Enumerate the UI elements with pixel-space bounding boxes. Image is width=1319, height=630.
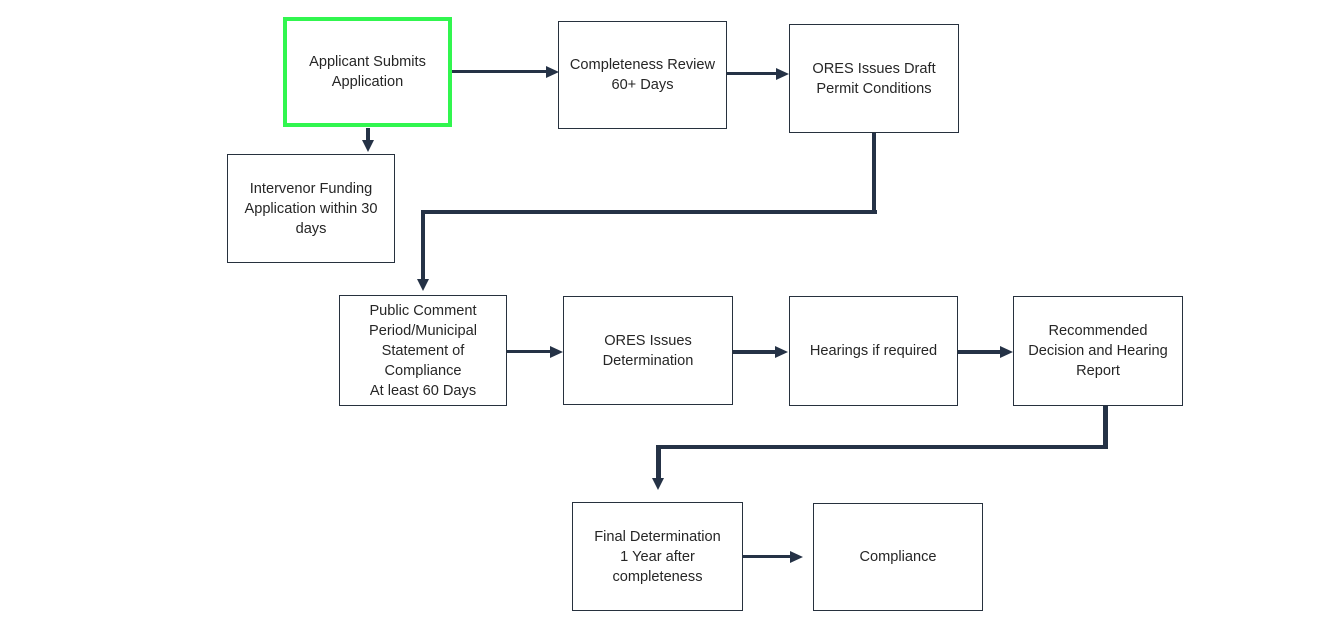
box-label: Intervenor Funding Application within 30… <box>244 180 378 237</box>
box-label: Compliance <box>859 549 937 565</box>
connector-final-to-compliance-line <box>743 554 791 558</box>
arrowhead-right-icon <box>776 67 789 80</box>
connector-draft-to-comment-vertical-1 <box>871 133 876 214</box>
box-label: Completeness Review 60+ Days <box>569 57 716 93</box>
connector-determination-to-hearings-line <box>733 350 776 354</box>
flow-box-completeness-review[interactable]: Completeness Review 60+ Days <box>558 21 727 129</box>
arrowhead-right-icon <box>1000 346 1013 358</box>
connector-recommended-to-final-horizontal <box>656 444 1108 449</box>
arrowhead-right-icon <box>546 65 559 78</box>
flow-box-public-comment-period[interactable]: Public Comment Period/Municipal Statemen… <box>339 295 507 406</box>
box-label: ORES Issues Determination <box>602 332 694 369</box>
arrowhead-right-icon <box>790 550 803 563</box>
flow-box-recommended-decision-hearing-report[interactable]: Recommended Decision and Hearing Report <box>1013 296 1183 406</box>
box-label: Final Determination 1 Year after complet… <box>594 528 721 585</box>
flow-box-final-determination[interactable]: Final Determination 1 Year after complet… <box>572 502 743 611</box>
flow-box-ores-issues-draft-permit-conditions[interactable]: ORES Issues Draft Permit Conditions <box>789 24 959 133</box>
box-label: Public Comment Period/Municipal Statemen… <box>369 302 477 399</box>
box-label: Applicant Submits Application <box>309 54 426 90</box>
box-label: Recommended Decision and Hearing Report <box>1028 323 1168 379</box>
arrowhead-right-icon <box>550 345 563 358</box>
flow-box-applicant-submits-application[interactable]: Applicant Submits Application <box>283 17 452 127</box>
box-label: ORES Issues Draft Permit Conditions <box>812 60 936 97</box>
connector-recommended-to-final-vertical-1 <box>1103 406 1108 449</box>
connector-draft-to-comment-horizontal <box>420 209 877 214</box>
connector-draft-to-comment-vertical-2 <box>420 209 425 280</box>
connector-comment-to-determination-line <box>507 349 551 353</box>
connector-recommended-to-final-vertical-2 <box>656 444 661 479</box>
connector-applicant-to-completeness-line <box>452 69 546 73</box>
flow-box-hearings-if-required[interactable]: Hearings if required <box>789 296 958 406</box>
connector-completeness-to-draft-line <box>727 71 776 75</box>
flow-box-intervenor-funding-application[interactable]: Intervenor Funding Application within 30… <box>227 154 395 263</box>
arrowhead-right-icon <box>775 346 788 358</box>
arrowhead-down-icon <box>361 140 374 152</box>
box-label: Hearings if required <box>809 343 938 359</box>
arrowhead-down-icon <box>652 477 664 490</box>
flow-box-ores-issues-determination[interactable]: ORES Issues Determination <box>563 296 733 405</box>
flow-box-compliance[interactable]: Compliance <box>813 503 983 611</box>
arrowhead-down-icon <box>416 278 429 291</box>
connector-hearings-to-recommended-line <box>958 350 1001 354</box>
connector-applicant-to-intervenor-line <box>366 128 370 141</box>
